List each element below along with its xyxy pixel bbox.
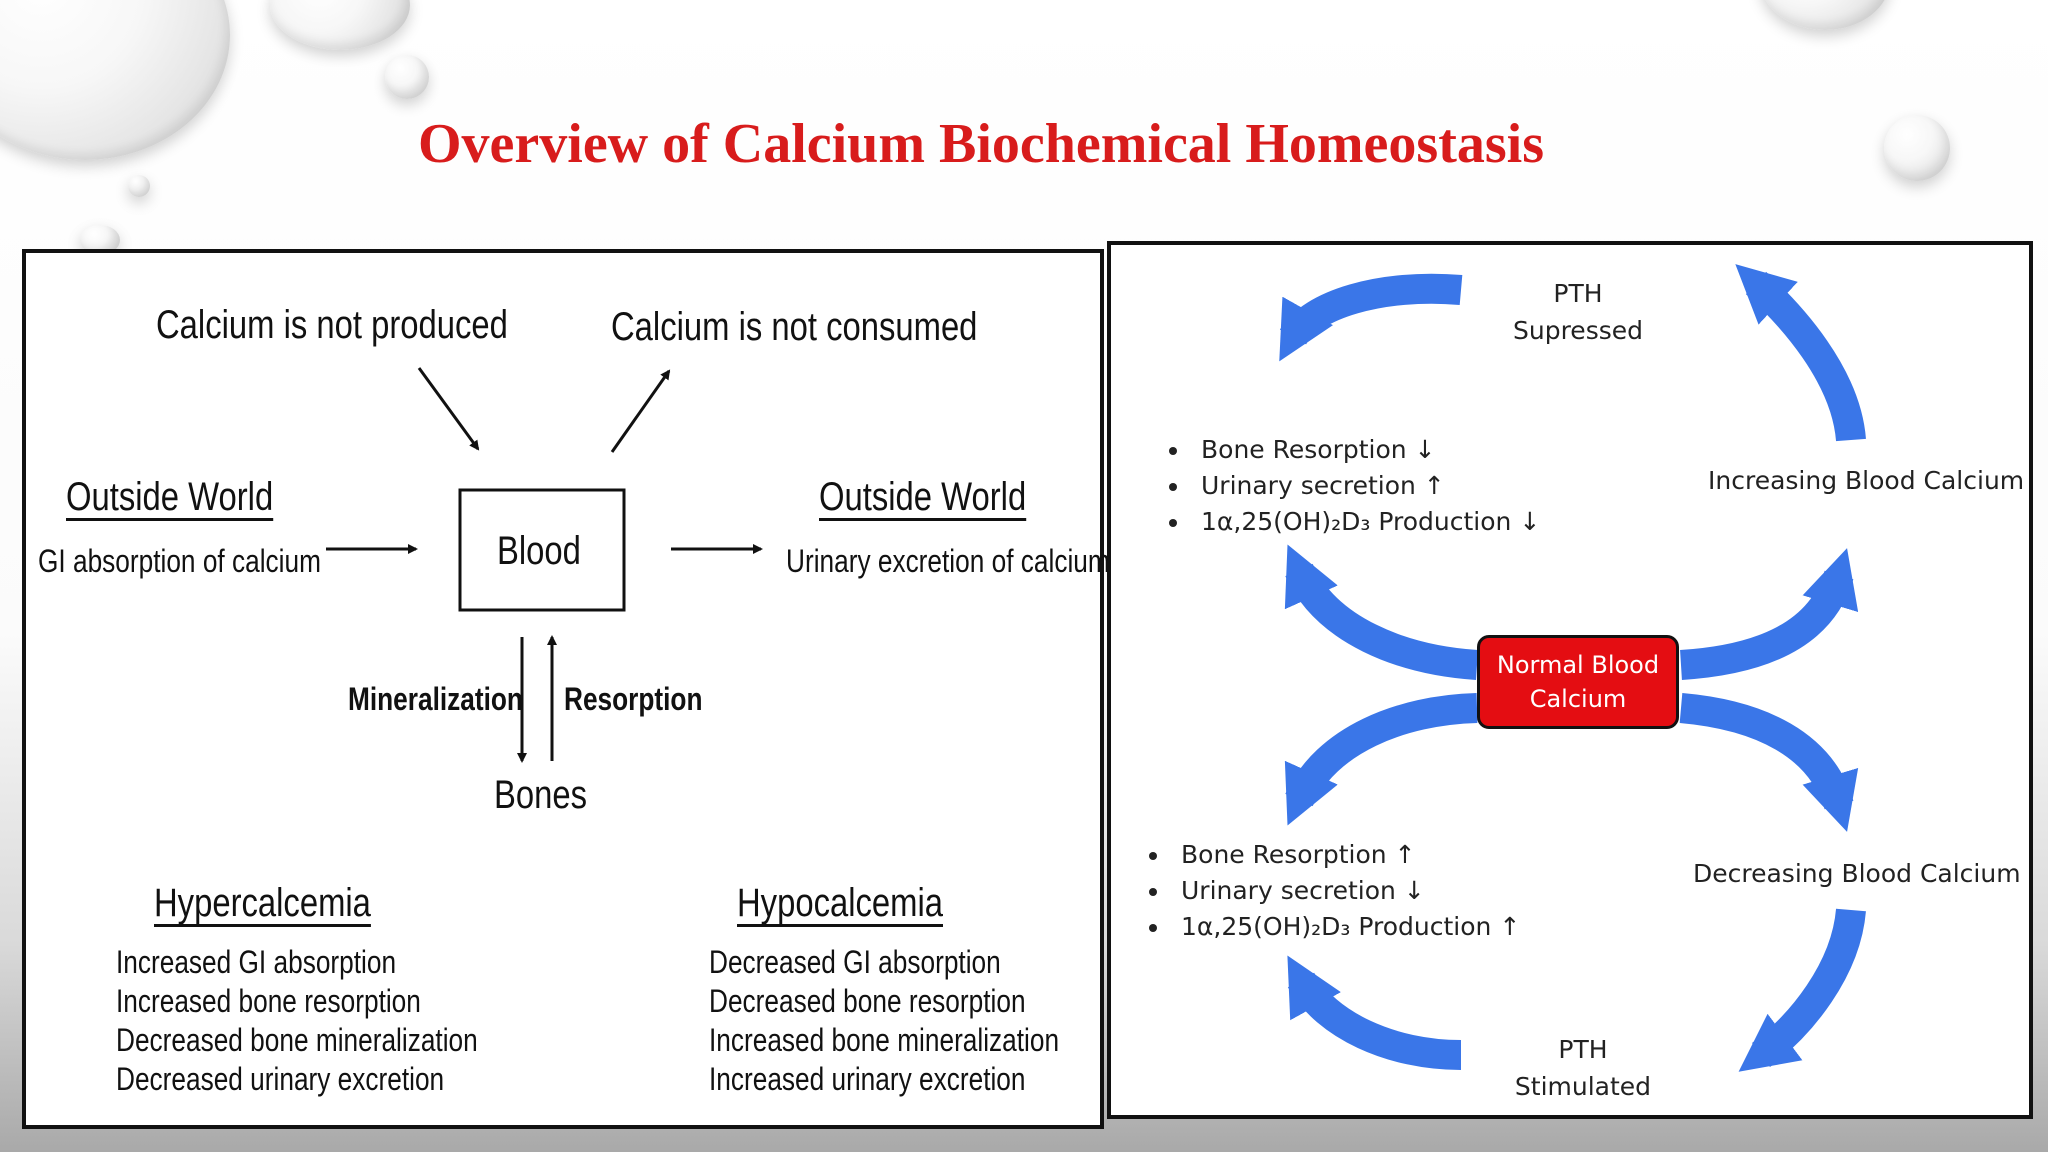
water-drop-decoration bbox=[1760, 0, 1890, 30]
list-item: 1α,25(OH)₂D₃ Production ↓ bbox=[1191, 504, 1540, 540]
blood-label: Blood bbox=[497, 529, 581, 573]
pth-suppressed-label: PTH Supressed bbox=[1503, 275, 1653, 349]
normal-label-line1: Normal Blood bbox=[1496, 651, 1660, 679]
hypercalcemia-list: Increased GI absorption Increased bone r… bbox=[116, 943, 478, 1099]
list-item: Increased urinary excretion bbox=[709, 1061, 1026, 1097]
list-item: Bone Resorption ↓ bbox=[1191, 432, 1540, 468]
list-item: Urinary secretion ↓ bbox=[1171, 873, 1520, 909]
calcium-flow-diagram: Calcium is not produced Calcium is not c… bbox=[22, 249, 1110, 1129]
water-drop-decoration bbox=[1884, 115, 1950, 181]
list-item: Urinary secretion ↑ bbox=[1191, 468, 1540, 504]
arrow-decreasing-to-pth-bottom bbox=[1738, 908, 1866, 1072]
pth-label: PTH bbox=[1553, 279, 1603, 308]
suppressed-label: Supressed bbox=[1513, 316, 1643, 345]
pth-label: PTH bbox=[1558, 1035, 1608, 1064]
page-title: Overview of Calcium Biochemical Homeosta… bbox=[417, 113, 1544, 175]
list-item: Decreased bone mineralization bbox=[116, 1022, 478, 1058]
increasing-blood-calcium-label: Increasing Blood Calcium bbox=[1708, 466, 2025, 495]
outside-world-right-heading: Outside World bbox=[819, 475, 1027, 519]
not-produced-label: Calcium is not produced bbox=[156, 303, 508, 347]
arrow-normal-to-upper-left bbox=[1284, 544, 1479, 680]
flow-arrows bbox=[326, 367, 763, 763]
list-item: 1α,25(OH)₂D₃ Production ↑ bbox=[1171, 909, 1520, 945]
resorption-label: Resorption bbox=[564, 681, 703, 717]
hypercalcemia-heading: Hypercalcemia bbox=[154, 881, 371, 925]
feedback-arrows bbox=[1279, 264, 1866, 1072]
hypocalcemia-heading: Hypocalcemia bbox=[737, 881, 943, 925]
water-drop-decoration bbox=[128, 175, 150, 197]
arrow-normal-to-lower-left bbox=[1284, 693, 1478, 826]
list-item: Decreased GI absorption bbox=[709, 944, 1001, 980]
hypocalcemia-list: Decreased GI absorption Decreased bone r… bbox=[709, 943, 1059, 1099]
normal-label-line2: Calcium bbox=[1529, 685, 1627, 713]
list-item: Increased bone mineralization bbox=[709, 1022, 1060, 1058]
decreasing-blood-calcium-label: Decreasing Blood Calcium bbox=[1693, 859, 2021, 888]
gi-absorption-label: GI absorption of calcium bbox=[38, 543, 321, 579]
water-drop-decoration bbox=[270, 0, 410, 50]
urinary-excretion-label: Urinary excretion of calcium bbox=[786, 543, 1110, 579]
arrow-pth-suppressed-to-upper-left bbox=[1279, 273, 1463, 362]
arrow-out-of-blood bbox=[610, 369, 671, 453]
stimulated-label: Stimulated bbox=[1514, 1072, 1652, 1101]
pth-stimulated-label: PTH Stimulated bbox=[1493, 1031, 1673, 1105]
water-drop-decoration bbox=[385, 55, 429, 99]
list-item: Increased GI absorption bbox=[116, 944, 397, 980]
list-item: Increased bone resorption bbox=[116, 983, 421, 1019]
arrow-normal-to-decreasing bbox=[1679, 693, 1859, 832]
list-item: Bone Resorption ↑ bbox=[1171, 837, 1520, 873]
mineralization-label: Mineralization bbox=[348, 681, 523, 717]
bones-label: Bones bbox=[494, 773, 588, 817]
arrow-increasing-to-pth-top bbox=[1735, 264, 1866, 442]
lower-effects-list: Bone Resorption ↑ Urinary secretion ↓ 1α… bbox=[1131, 837, 1520, 945]
not-consumed-label: Calcium is not consumed bbox=[611, 305, 978, 349]
calcium-feedback-cycle: PTH Supressed Increasing Blood Calcium B… bbox=[1107, 241, 2033, 1119]
arrow-normal-to-increasing bbox=[1680, 548, 1859, 680]
list-item: Decreased bone resorption bbox=[709, 983, 1026, 1019]
list-item: Decreased urinary excretion bbox=[116, 1061, 445, 1097]
blood-box bbox=[458, 488, 626, 612]
arrow-into-blood bbox=[417, 367, 480, 451]
outside-world-left-heading: Outside World bbox=[66, 475, 274, 519]
normal-blood-calcium-box: Normal Blood Calcium bbox=[1477, 635, 1679, 729]
arrow-lower-left-to-pth-bottom bbox=[1287, 955, 1462, 1070]
upper-effects-list: Bone Resorption ↓ Urinary secretion ↑ 1α… bbox=[1151, 432, 1540, 540]
